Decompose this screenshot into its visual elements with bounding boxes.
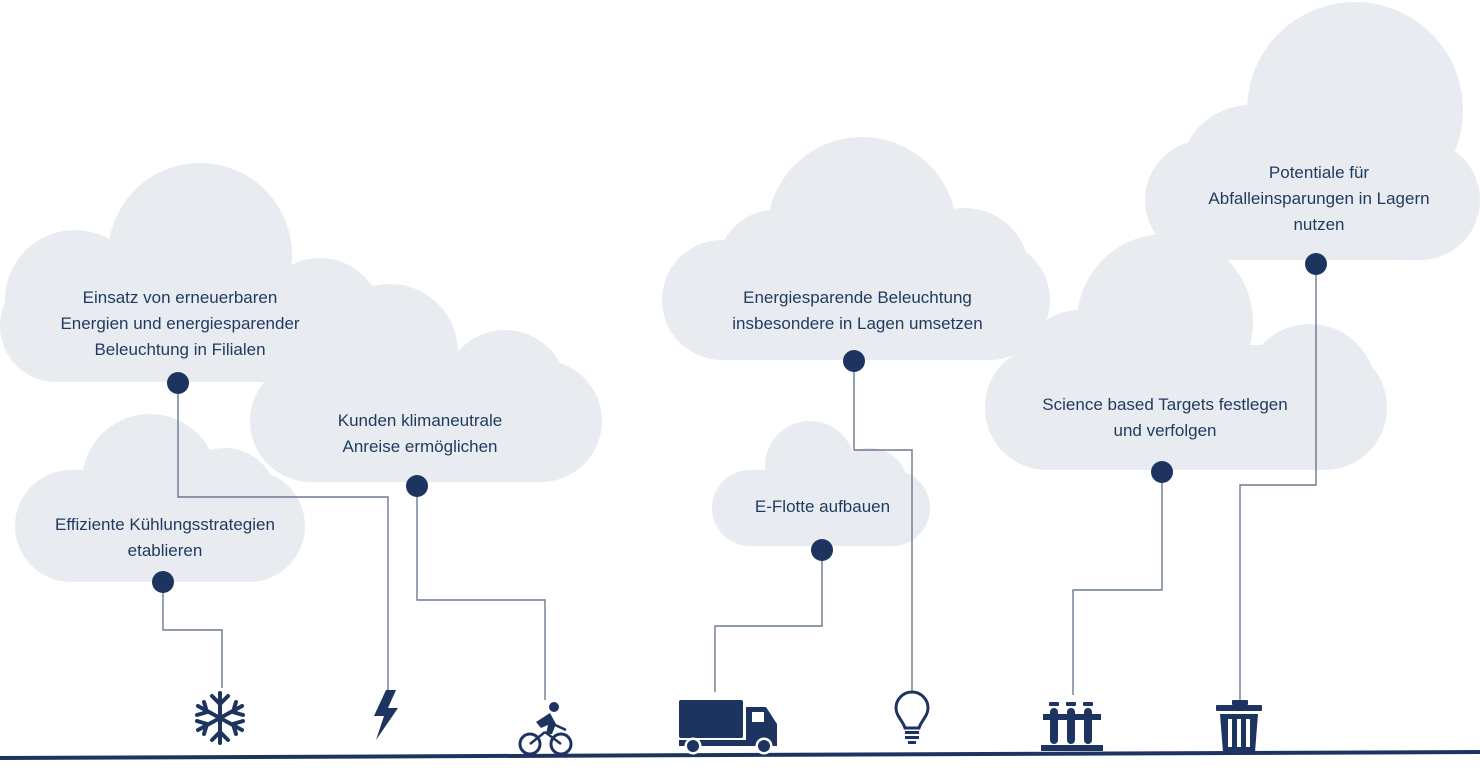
goal-label-renewable: Einsatz von erneuerbaren Energien und en… [60,288,300,359]
cloud-travel [250,284,602,482]
light-bulb-icon [894,690,930,744]
goal-label-lighting: Energiesparende Beleuchtung insbesondere… [732,288,983,333]
test-tubes-icon [1041,702,1103,751]
lightning-bolt-icon [374,690,398,740]
goal-label-targets: Science based Targets festlegen und verf… [1042,395,1288,440]
cloud-lighting [662,137,1050,360]
dot-renewable [167,372,189,394]
bicycle-rider-icon [518,702,573,756]
connector-travel [416,486,546,700]
goal-label-travel: Kunden klimaneutrale Anreise ermöglichen [337,411,503,456]
dot-travel [406,475,428,497]
cloud-renewable [0,163,390,382]
goal-label-cooling: Effiziente Kühlungsstrategien etablieren [55,515,275,560]
connector-cooling [162,582,223,688]
dot-cooling [152,571,174,593]
connector-fleet [714,550,823,692]
truck-icon [679,700,777,755]
dot-lighting [843,350,865,372]
snowflake-icon [195,691,245,745]
connector-lighting [853,361,913,692]
trash-can-icon [1216,700,1262,752]
baseline [0,750,1480,760]
dot-fleet [811,539,833,561]
cloud-cooling [15,414,305,582]
cloud-targets [985,234,1387,470]
connector-renewable [177,383,389,690]
goal-label-fleet: E-Flotte aufbauen [754,497,891,516]
cloud-waste [1145,2,1480,260]
dot-targets [1151,461,1173,483]
connector-targets [1072,472,1163,695]
goal-label-waste: Potentiale für Abfalleinsparungen in Lag… [1208,163,1430,234]
cloud-fleet [712,421,930,546]
dot-waste [1305,253,1327,275]
connector-waste [1239,264,1317,700]
